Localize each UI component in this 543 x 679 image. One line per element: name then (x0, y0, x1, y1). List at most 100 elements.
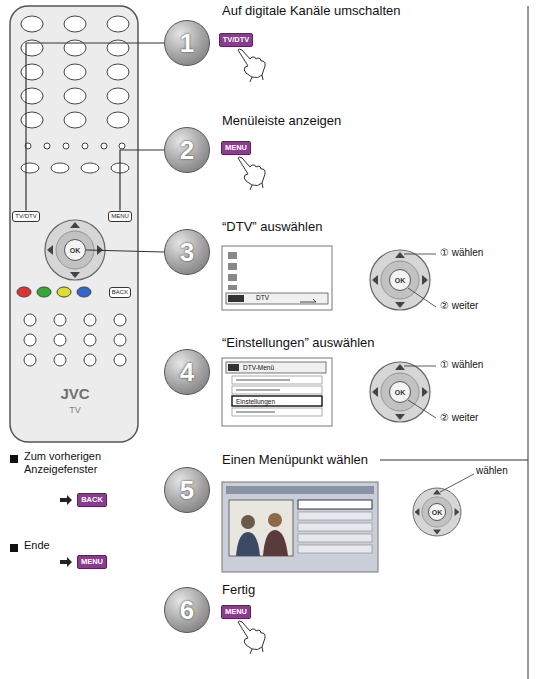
note-text: ① wählen (440, 359, 483, 371)
step-instruction: Auf digitale Kanäle umschalten (222, 4, 401, 19)
remote-key (54, 314, 66, 326)
screen-dtv (222, 246, 332, 310)
remote-key (21, 112, 43, 128)
remote-button: BACK (109, 287, 131, 298)
note-text: ② weiter (440, 412, 478, 424)
button-label: OK (432, 509, 443, 516)
leader-line (440, 474, 474, 492)
button-icon: MENU (77, 555, 107, 569)
button-label: MENU (225, 144, 247, 152)
remote-key (64, 16, 86, 32)
ok-button: OK (428, 503, 446, 521)
remote-key (44, 143, 50, 149)
step-number-text: 1 (180, 30, 194, 56)
button-label: MENU (225, 608, 247, 616)
remote-body (10, 6, 138, 442)
remote-key (101, 143, 107, 149)
button-label: BACK (112, 289, 128, 295)
button-label: MENU (111, 213, 129, 219)
remote-button: TV/DTV (12, 211, 39, 222)
remote-key (84, 314, 96, 326)
leader-connector (26, 43, 164, 211)
hand-icon (238, 621, 265, 654)
step-number-text: 6 (180, 597, 194, 623)
ok-button: OK (64, 239, 86, 261)
remote-key (107, 16, 129, 32)
note-text: ① wählen (440, 247, 483, 259)
screen-text: DTV-Menü (243, 364, 274, 371)
remote-key (37, 287, 51, 297)
remote-key (114, 334, 126, 346)
step-number-text: 3 (180, 239, 194, 265)
remote-key (64, 64, 86, 80)
button-icon: BACK (77, 493, 107, 507)
remote-key (21, 88, 43, 104)
button-label: OK (70, 247, 81, 254)
remote-key (63, 143, 69, 149)
step-number: 5 (164, 467, 210, 513)
step-number-text: 4 (180, 359, 194, 385)
note-text: Zum vorherigen Anzeigefenster (24, 450, 136, 475)
button-icon: TV/DTV (219, 33, 254, 47)
remote-control: TV/DTV MENU OK BACK JVC TV (8, 8, 142, 442)
note-text: wählen (476, 465, 508, 477)
screen-text: DTV (256, 294, 269, 301)
remote-key (24, 354, 36, 366)
screen-text: Einstellungen (236, 398, 275, 405)
step-number: 6 (164, 587, 210, 633)
step-number-text: 2 (180, 137, 194, 163)
step-number-text: 5 (180, 477, 194, 503)
note-text: ② weiter (440, 300, 478, 312)
button-label: BACK (81, 496, 103, 504)
remote-key (84, 334, 96, 346)
hand-icon (238, 49, 265, 82)
button-label: OK (395, 389, 406, 396)
dpad (370, 362, 430, 422)
hand-icon (238, 157, 265, 190)
remote-key (114, 354, 126, 366)
remote-key (57, 287, 71, 297)
remote-key (54, 354, 66, 366)
remote-key (24, 314, 36, 326)
leader-connector (120, 150, 164, 211)
button-icon: MENU (221, 141, 251, 155)
step-number: 2 (164, 127, 210, 173)
arrow-icon (60, 557, 72, 567)
remote-key (107, 112, 129, 128)
remote-key (119, 143, 125, 149)
step-number: 3 (164, 229, 210, 275)
dpad (370, 250, 430, 310)
step-instruction: Fertig (222, 583, 255, 598)
button-label: TV/DTV (223, 36, 250, 44)
remote-key (21, 163, 39, 173)
step-number: 4 (164, 349, 210, 395)
brand-text: JVC (8, 386, 142, 401)
remote-key (64, 112, 86, 128)
button-label: MENU (81, 558, 103, 566)
remote-key (77, 287, 91, 297)
remote-key (114, 314, 126, 326)
remote-key (107, 64, 129, 80)
bullet (10, 544, 18, 552)
remote-key (82, 143, 88, 149)
arrow-icon (60, 495, 72, 505)
ok-button: OK (389, 381, 411, 403)
brand-text: TV (8, 406, 142, 415)
step-instruction: “DTV” auswählen (222, 220, 322, 235)
note-text: Ende (24, 539, 50, 552)
remote-key (21, 64, 43, 80)
remote-key (107, 88, 129, 104)
bullet (10, 455, 18, 463)
remote-button: MENU (108, 211, 132, 222)
screen-menu (222, 358, 332, 426)
leader-connector (86, 250, 164, 252)
remote-key (84, 354, 96, 366)
bracket-line (380, 6, 528, 679)
step-instruction: Einen Menüpunkt wählen (222, 453, 368, 468)
step-instruction: “Einstellungen” auswählen (222, 336, 374, 351)
remote-key (17, 287, 31, 297)
remote-key (54, 334, 66, 346)
step-instruction: Menüleiste anzeigen (222, 114, 341, 129)
dpad (413, 488, 461, 536)
